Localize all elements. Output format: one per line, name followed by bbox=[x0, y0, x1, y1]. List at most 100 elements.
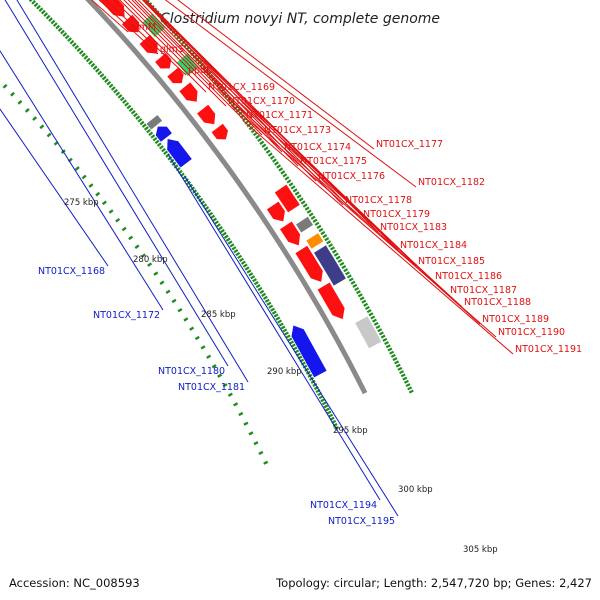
tick-mark bbox=[266, 301, 272, 306]
gene-label-forward: NT01CX_1191 bbox=[515, 344, 582, 355]
gene-label-forward: NT01CX_1184 bbox=[400, 240, 467, 251]
gene-label-reverse: NT01CX_1195 bbox=[328, 516, 395, 527]
tick-mark bbox=[316, 224, 322, 229]
leader-line bbox=[143, 0, 362, 220]
feature-block bbox=[176, 53, 199, 76]
tick-mark bbox=[262, 295, 268, 300]
tick-mark bbox=[122, 99, 127, 104]
tick-mark bbox=[119, 96, 125, 102]
tick-label: 280 kbp bbox=[133, 255, 168, 265]
tick-mark bbox=[273, 313, 279, 318]
tick-mark bbox=[50, 19, 56, 25]
tick-mark bbox=[85, 57, 91, 63]
tick-mark bbox=[95, 191, 101, 197]
tick-mark bbox=[115, 217, 121, 223]
feature-block bbox=[306, 233, 324, 249]
tick-mark bbox=[346, 274, 352, 279]
tick-mark bbox=[240, 260, 246, 265]
tick-mark bbox=[237, 254, 243, 260]
leader-line bbox=[141, 0, 344, 206]
tick-mark bbox=[304, 206, 310, 211]
leader-line bbox=[0, 108, 109, 267]
tick-mark bbox=[101, 200, 107, 206]
tick-mark bbox=[387, 347, 393, 352]
tick-mark bbox=[110, 86, 116, 91]
accession-text: Accession: NC_008593 bbox=[9, 576, 140, 590]
tick-mark bbox=[146, 128, 151, 134]
tick-mark bbox=[229, 243, 235, 248]
tick-mark bbox=[357, 293, 363, 298]
tick-mark bbox=[258, 450, 264, 455]
gene-label-reverse: NT01CX_1181 bbox=[178, 382, 245, 393]
tick-mark bbox=[239, 257, 244, 262]
tick-mark bbox=[39, 124, 45, 130]
tick-mark bbox=[318, 227, 324, 233]
tick-mark bbox=[253, 441, 259, 446]
forward-strand-gene bbox=[197, 104, 216, 125]
tick-mark bbox=[97, 70, 103, 76]
gene-label-forward: NT01CX_1186 bbox=[435, 271, 502, 282]
tick-mark bbox=[284, 331, 289, 336]
tick-mark bbox=[126, 104, 132, 110]
tick-mark bbox=[194, 335, 200, 341]
tick-mark bbox=[337, 258, 343, 263]
tick-mark bbox=[33, 2, 39, 8]
tick-mark bbox=[108, 209, 114, 214]
tick-mark bbox=[320, 398, 326, 403]
tick-mark bbox=[270, 307, 275, 312]
tick-mark bbox=[348, 277, 354, 282]
tick-mark bbox=[261, 143, 267, 148]
tick-label: 290 kbp bbox=[267, 367, 302, 377]
tick-mark bbox=[143, 126, 149, 131]
tick-mark bbox=[352, 283, 358, 288]
tick-mark bbox=[196, 194, 202, 200]
tick-mark bbox=[333, 252, 339, 257]
tick-mark bbox=[322, 233, 328, 239]
tick-mark bbox=[324, 237, 330, 242]
tick-mark bbox=[255, 134, 260, 140]
feature-block bbox=[274, 184, 300, 213]
tick-mark bbox=[382, 337, 388, 342]
forward-strand-gene bbox=[179, 82, 198, 102]
leader-line bbox=[134, 0, 299, 167]
tick-mark bbox=[17, 99, 23, 105]
tick-mark bbox=[269, 155, 275, 160]
tick-mark bbox=[300, 200, 306, 205]
feature-block bbox=[146, 115, 163, 130]
forward-strand-gene bbox=[317, 282, 345, 320]
tick-mark bbox=[354, 286, 360, 292]
tick-mark bbox=[308, 212, 314, 217]
tick-mark bbox=[408, 389, 414, 394]
tick-mark bbox=[163, 150, 169, 155]
tick-mark bbox=[300, 361, 306, 366]
leader-line bbox=[119, 0, 227, 107]
tick-mark bbox=[139, 120, 145, 126]
tick-mark bbox=[321, 401, 327, 406]
tick-mark bbox=[211, 364, 217, 369]
tick-mark bbox=[370, 315, 376, 320]
reverse-strand-gene bbox=[291, 325, 327, 378]
tick-mark bbox=[10, 91, 15, 97]
tick-mark bbox=[263, 146, 269, 151]
reverse-strand-gene bbox=[167, 139, 192, 168]
tick-mark bbox=[45, 14, 51, 20]
tick-mark bbox=[261, 292, 267, 297]
tick-mark bbox=[271, 310, 277, 315]
tick-mark bbox=[275, 316, 281, 321]
tick-mark bbox=[380, 334, 386, 339]
tick-mark bbox=[253, 281, 259, 286]
tick-mark bbox=[206, 354, 212, 359]
genome-backbone bbox=[85, 0, 368, 395]
tick-mark bbox=[64, 34, 70, 40]
tick-mark bbox=[161, 147, 166, 153]
gene-label-forward: NT01CX_1178 bbox=[345, 195, 412, 206]
gene-label-forward: NT01CX_1187 bbox=[450, 285, 517, 296]
tick-mark bbox=[363, 302, 369, 307]
tick-mark bbox=[140, 253, 146, 258]
tick-mark bbox=[31, 0, 36, 5]
tick-mark bbox=[28, 0, 33, 3]
tick-mark bbox=[312, 382, 318, 387]
tick-mark bbox=[341, 265, 347, 270]
leader-line bbox=[177, 0, 375, 150]
